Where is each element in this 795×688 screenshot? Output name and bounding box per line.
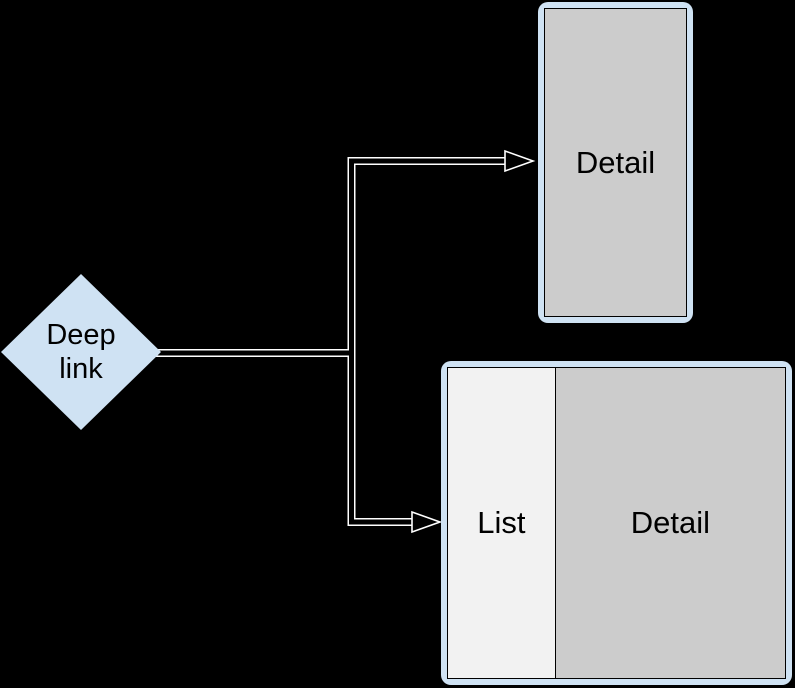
tablet-frame: List Detail [441,361,792,685]
arrowhead-icon-phone [504,149,536,173]
edge-deeplink-to-tablet-core [150,350,412,525]
tablet-detail-label: Detail [630,505,711,540]
list-pane: List [448,368,556,678]
deep-link-label: Deep link [46,319,116,385]
edge-deeplink-to-phone-outline [150,157,505,357]
phone-frame: Detail [538,2,693,323]
arrowhead-icon-tablet [411,510,443,534]
edge-deeplink-to-phone-core [150,158,505,356]
phone-detail-label: Detail [575,144,656,180]
list-label: List [477,505,526,540]
edge-deeplink-to-tablet-outline [150,349,412,526]
tablet-screen: List Detail [447,367,786,679]
phone-detail-screen: Detail [544,8,687,317]
detail-pane: Detail [555,368,785,678]
